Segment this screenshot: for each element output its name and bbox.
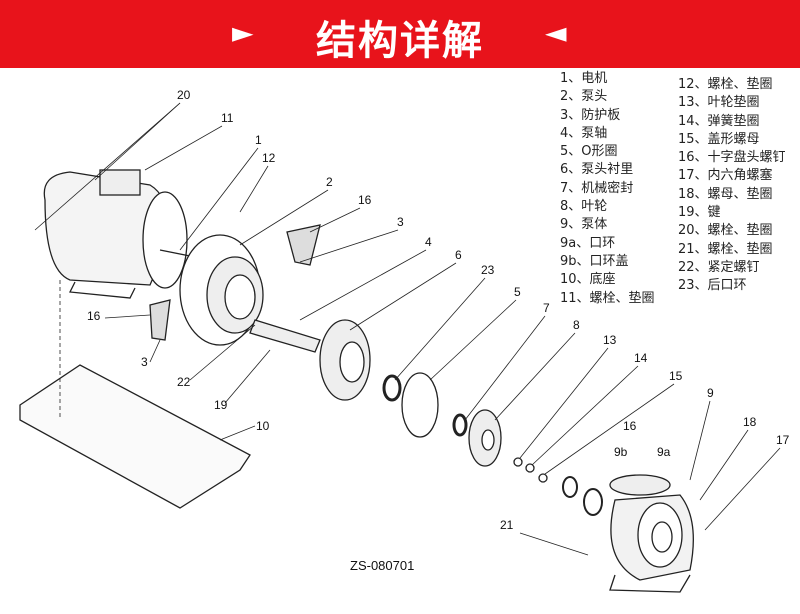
callout-21: 21 (500, 518, 514, 532)
legend-left: 1、电机 2、泵头 3、防护板 4、泵轴 5、O形圈 6、泵头衬里 7、机械密封… (560, 70, 655, 308)
callout-10: 10 (256, 419, 270, 433)
legend-item: 1、电机 (560, 71, 608, 86)
callout-5: 5 (514, 285, 521, 299)
legend-right: 12、螺栓、垫圈 13、叶轮垫圈 14、弹簧垫圈 15、盖形螺母 16、十字盘头… (678, 76, 786, 296)
leader-lines (34, 102, 781, 556)
callout-4: 4 (425, 235, 432, 249)
legend-item: 8、叶轮 (560, 199, 608, 215)
header-banner: ► 结构详解 ◄ (0, 0, 800, 68)
washer-part (525, 463, 535, 473)
callout-22: 22 (177, 375, 191, 389)
guard-plate-part (286, 224, 321, 266)
ring-cover-part (562, 476, 578, 498)
washer-part (513, 457, 523, 467)
legend-item: 19、键 (678, 205, 721, 221)
legend-item: 23、后口环 (678, 278, 747, 294)
callout-1: 1 (255, 133, 262, 147)
nut-part (538, 473, 548, 483)
legend-item: 5、O形圈 (560, 144, 618, 160)
legend-item: 9b、口环盖 (560, 253, 629, 269)
left-arrow-icon: ◄ (545, 16, 567, 49)
guard-plate-part (149, 299, 171, 341)
mechanical-seal-part (452, 413, 468, 437)
mouth-ring-part (583, 488, 603, 516)
base-part (19, 364, 251, 509)
callout-9: 9 (707, 386, 714, 400)
callout-11: 11 (221, 111, 234, 125)
legend-item: 2、泵头 (560, 89, 608, 105)
callout-16: 16 (358, 193, 372, 207)
legend-item: 14、弹簧垫圈 (678, 113, 760, 129)
legend-item: 9a、口环 (560, 235, 616, 251)
legend-item: 18、螺母、垫圈 (678, 186, 773, 202)
callout-17: 17 (776, 433, 790, 447)
right-arrow-icon: ► (232, 16, 254, 49)
legend-item: 11、螺栓、垫圈 (560, 290, 655, 306)
callout-6: 6 (455, 248, 462, 262)
callout-3b: 3 (141, 355, 148, 369)
callout-2: 2 (326, 175, 333, 189)
pump-lining-part (319, 319, 371, 401)
legend-item: 22、紧定螺钉 (678, 259, 760, 275)
callout-16b: 16 (623, 419, 637, 433)
callout-23: 23 (481, 263, 495, 277)
impeller-part (468, 409, 502, 467)
pump-body-part (609, 474, 694, 593)
callout-12: 12 (262, 151, 276, 165)
callout-3: 3 (397, 215, 404, 229)
callout-18: 18 (743, 415, 757, 429)
legend-item: 4、泵轴 (560, 125, 608, 141)
shaft-part (249, 319, 321, 353)
page-title: 结构详解 (316, 18, 484, 64)
motor-part (43, 169, 191, 299)
legend-item: 9、泵体 (560, 217, 608, 233)
legend-item: 6、泵头衬里 (560, 162, 634, 178)
callout-20: 20 (177, 88, 191, 102)
legend-item: 12、螺栓、垫圈 (678, 77, 773, 92)
legend-item: 15、盖形螺母 (678, 131, 760, 147)
callout-9b: 9b (614, 445, 628, 459)
pump-head-part (179, 234, 264, 346)
legend-item: 17、内六角螺塞 (678, 168, 773, 184)
callout-15: 15 (669, 369, 683, 383)
callout-14: 14 (634, 351, 648, 365)
legend-item: 16、十字盘头螺钉 (678, 150, 786, 166)
legend-item: 3、防护板 (560, 107, 621, 123)
drawing-code: ZS-080701 (350, 558, 415, 573)
legend-item: 21、螺栓、垫圈 (678, 241, 773, 257)
legend-item: 7、机械密封 (560, 180, 634, 196)
callout-13: 13 (603, 333, 617, 347)
callout-7: 7 (543, 301, 550, 315)
callout-8: 8 (573, 318, 580, 332)
legend-item: 20、螺栓、垫圈 (678, 223, 773, 239)
rear-ring-part (382, 374, 402, 402)
o-ring-part (401, 372, 439, 438)
callout-16c: 16 (87, 309, 101, 323)
callout-9a: 9a (657, 445, 671, 459)
callout-19: 19 (214, 398, 228, 412)
legend-item: 10、底座 (560, 272, 616, 288)
legend-item: 13、叶轮垫圈 (678, 95, 760, 111)
